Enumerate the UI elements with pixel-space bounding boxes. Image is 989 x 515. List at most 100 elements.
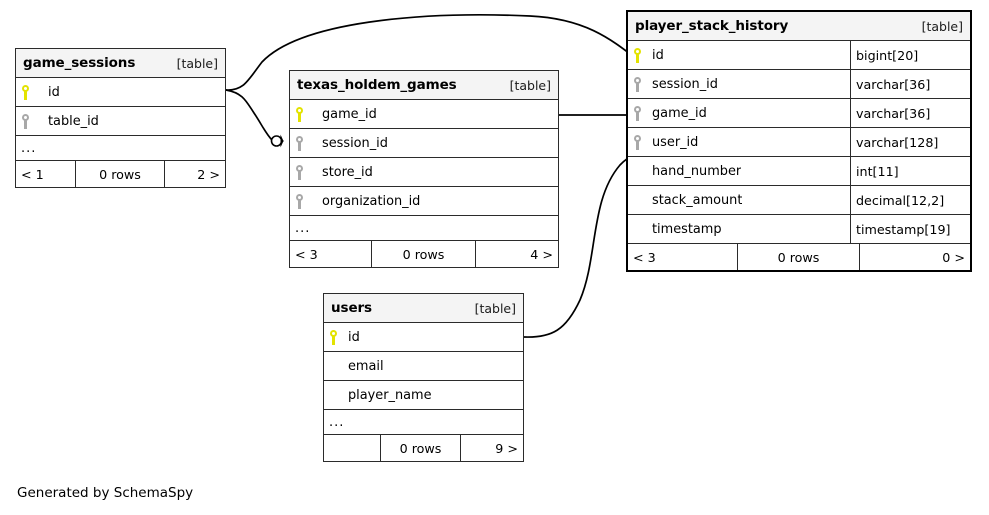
crowfoot-thg-session-id xyxy=(270,133,285,149)
parent-count[interactable]: < 1 xyxy=(16,161,76,187)
column-main: game_id xyxy=(290,100,558,128)
row-count: 0 rows xyxy=(76,161,165,187)
generated-by-caption: Generated by SchemaSpy xyxy=(17,485,194,501)
column-name: game_id xyxy=(322,106,377,122)
table-title: texas_holdem_games xyxy=(297,77,457,93)
table-footer-player-stack-history: < 3 0 rows 0 > xyxy=(628,244,970,270)
primary-key-icon xyxy=(634,47,652,63)
table-game-sessions[interactable]: game_sessions [table] id table_id ... < … xyxy=(15,48,226,188)
column-row-email[interactable]: email xyxy=(324,352,523,381)
table-type-tag: [table] xyxy=(176,55,218,71)
column-main: player_name xyxy=(324,381,523,409)
table-type-tag: [table] xyxy=(474,300,516,316)
column-name: email xyxy=(348,358,384,374)
more-columns-ellipsis: ... xyxy=(290,216,558,241)
more-columns-ellipsis: ... xyxy=(16,136,225,161)
column-main: timestamp xyxy=(628,215,850,243)
table-title: users xyxy=(331,300,372,316)
column-name: hand_number xyxy=(652,163,742,179)
column-main: hand_number xyxy=(628,157,850,185)
column-row-user-id[interactable]: user_id varchar[128] xyxy=(628,128,970,157)
table-header-player-stack-history: player_stack_history [table] xyxy=(628,12,970,41)
column-type: int[11] xyxy=(850,157,970,185)
column-row-store-id[interactable]: store_id xyxy=(290,158,558,187)
table-texas-holdem-games[interactable]: texas_holdem_games [table] game_id sessi… xyxy=(289,70,559,268)
row-count: 0 rows xyxy=(381,435,461,461)
column-main: id xyxy=(324,323,523,351)
column-row-game-id[interactable]: game_id xyxy=(290,100,558,129)
column-name: organization_id xyxy=(322,193,421,209)
column-main: email xyxy=(324,352,523,380)
column-name: player_name xyxy=(348,387,432,403)
column-main: session_id xyxy=(290,129,558,157)
child-count[interactable]: 2 > xyxy=(197,166,220,182)
column-type: varchar[36] xyxy=(850,70,970,98)
table-header-users: users [table] xyxy=(324,294,523,323)
column-type: varchar[36] xyxy=(850,99,970,127)
column-row-organization-id[interactable]: organization_id xyxy=(290,187,558,216)
column-name: store_id xyxy=(322,164,373,180)
table-footer-users: 0 rows 9 > xyxy=(324,435,523,461)
column-name: id xyxy=(652,47,664,63)
column-main: organization_id xyxy=(290,187,558,215)
column-name: id xyxy=(348,329,360,345)
parent-count[interactable]: < 3 xyxy=(628,244,738,270)
column-main: stack_amount xyxy=(628,186,850,214)
column-main: table_id xyxy=(16,107,225,135)
column-row-hand-number[interactable]: hand_number int[11] xyxy=(628,157,970,186)
column-main: user_id xyxy=(628,128,850,156)
column-name: table_id xyxy=(48,113,99,129)
table-title: player_stack_history xyxy=(635,18,789,34)
foreign-key-icon xyxy=(634,134,652,150)
column-name: session_id xyxy=(652,76,718,92)
table-title: game_sessions xyxy=(23,55,136,71)
column-row-player-name[interactable]: player_name xyxy=(324,381,523,410)
column-main: store_id xyxy=(290,158,558,186)
foreign-key-icon xyxy=(296,164,322,180)
table-users[interactable]: users [table] id email player_name ... xyxy=(323,293,524,462)
table-player-stack-history[interactable]: player_stack_history [table] id bigint[2… xyxy=(626,10,972,272)
column-name: user_id xyxy=(652,134,699,150)
row-count: 0 rows xyxy=(738,244,860,270)
column-type: bigint[20] xyxy=(850,41,970,69)
column-row-id[interactable]: id xyxy=(16,78,225,107)
table-header-game-sessions: game_sessions [table] xyxy=(16,49,225,78)
child-count[interactable]: 0 > xyxy=(942,249,965,265)
column-row-stack-amount[interactable]: stack_amount decimal[12,2] xyxy=(628,186,970,215)
foreign-key-icon xyxy=(296,135,322,151)
foreign-key-icon xyxy=(634,76,652,92)
column-name: timestamp xyxy=(652,221,722,237)
child-count[interactable]: 4 > xyxy=(530,246,553,262)
column-main: game_id xyxy=(628,99,850,127)
column-main: session_id xyxy=(628,70,850,98)
column-main: id xyxy=(628,41,850,69)
table-footer-game-sessions: < 1 0 rows 2 > xyxy=(16,161,225,187)
more-columns-ellipsis: ... xyxy=(324,410,523,435)
table-type-tag: [table] xyxy=(921,18,963,34)
column-name: game_id xyxy=(652,105,707,121)
column-name: session_id xyxy=(322,135,388,151)
table-type-tag: [table] xyxy=(509,77,551,93)
column-row-table-id[interactable]: table_id xyxy=(16,107,225,136)
column-row-session-id[interactable]: session_id varchar[36] xyxy=(628,70,970,99)
primary-key-icon xyxy=(22,84,48,100)
primary-key-icon xyxy=(296,106,322,122)
column-type: decimal[12,2] xyxy=(850,186,970,214)
column-row-timestamp[interactable]: timestamp timestamp[19] xyxy=(628,215,970,244)
column-row-id[interactable]: id xyxy=(324,323,523,352)
column-name: stack_amount xyxy=(652,192,743,208)
column-name: id xyxy=(48,84,60,100)
edge-game-sessions-to-texas-holdem-games xyxy=(225,89,273,141)
primary-key-icon xyxy=(330,329,348,345)
parent-count[interactable] xyxy=(324,435,381,461)
row-count: 0 rows xyxy=(372,241,476,267)
column-row-game-id[interactable]: game_id varchar[36] xyxy=(628,99,970,128)
column-type: varchar[128] xyxy=(850,128,970,156)
foreign-key-icon xyxy=(296,193,322,209)
parent-count[interactable]: < 3 xyxy=(290,241,372,267)
column-row-id[interactable]: id bigint[20] xyxy=(628,41,970,70)
column-row-session-id[interactable]: session_id xyxy=(290,129,558,158)
child-count[interactable]: 9 > xyxy=(495,440,518,456)
column-type: timestamp[19] xyxy=(850,215,970,243)
